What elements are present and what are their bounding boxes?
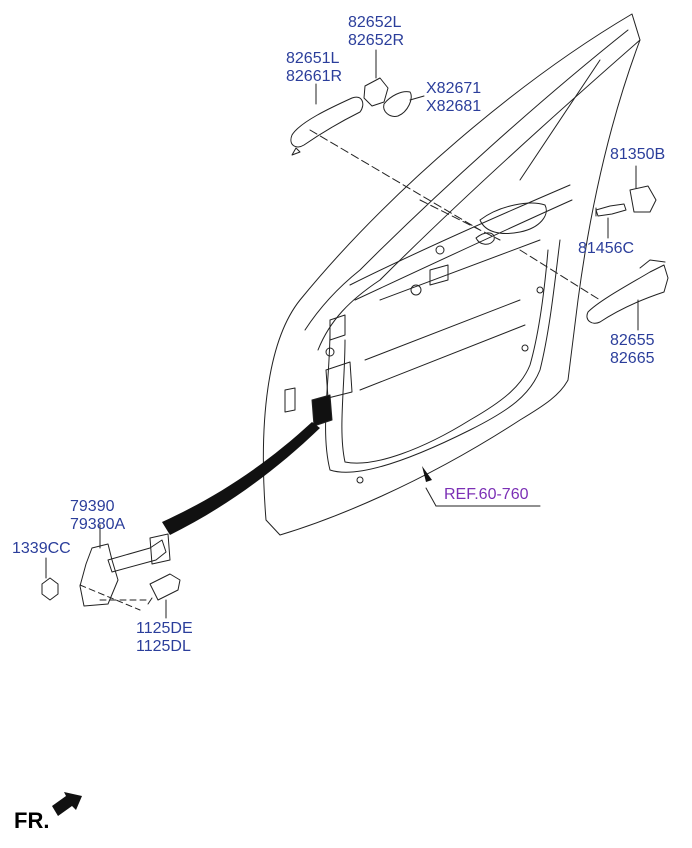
check-link-sweep bbox=[162, 422, 320, 535]
door-window-frame bbox=[317, 39, 641, 351]
door-outer-frame bbox=[262, 13, 641, 536]
screw bbox=[595, 203, 627, 217]
label-82651: 82651L 82661R bbox=[286, 50, 343, 85]
label-79390: 79390 79380A bbox=[70, 498, 126, 533]
front-label: FR. bbox=[14, 808, 50, 833]
label-81456c: 81456C bbox=[578, 240, 635, 257]
leader-dashed-handle bbox=[309, 129, 481, 231]
label-ref-60-760[interactable]: REF.60-760 bbox=[444, 486, 529, 503]
handle-gasket bbox=[383, 91, 412, 117]
front-arrow-icon bbox=[52, 792, 82, 816]
door-checker bbox=[79, 543, 119, 607]
label-x82671: X82671 X82681 bbox=[426, 80, 482, 115]
belt-line bbox=[349, 184, 571, 286]
label-1125: 1125DE 1125DL bbox=[136, 620, 193, 655]
label-1339cc: 1339CC bbox=[12, 540, 71, 557]
label-82655: 82655 82665 bbox=[610, 332, 655, 367]
bolt bbox=[149, 573, 181, 601]
retainer-clip bbox=[629, 185, 657, 213]
handle-cover bbox=[363, 77, 389, 107]
inner-panel bbox=[325, 239, 561, 473]
label-81350b: 81350B bbox=[610, 146, 666, 163]
nut bbox=[41, 577, 59, 601]
inner-handle bbox=[586, 264, 669, 324]
outside-handle bbox=[290, 96, 364, 148]
label-82652: 82652L 82652R bbox=[348, 14, 405, 49]
